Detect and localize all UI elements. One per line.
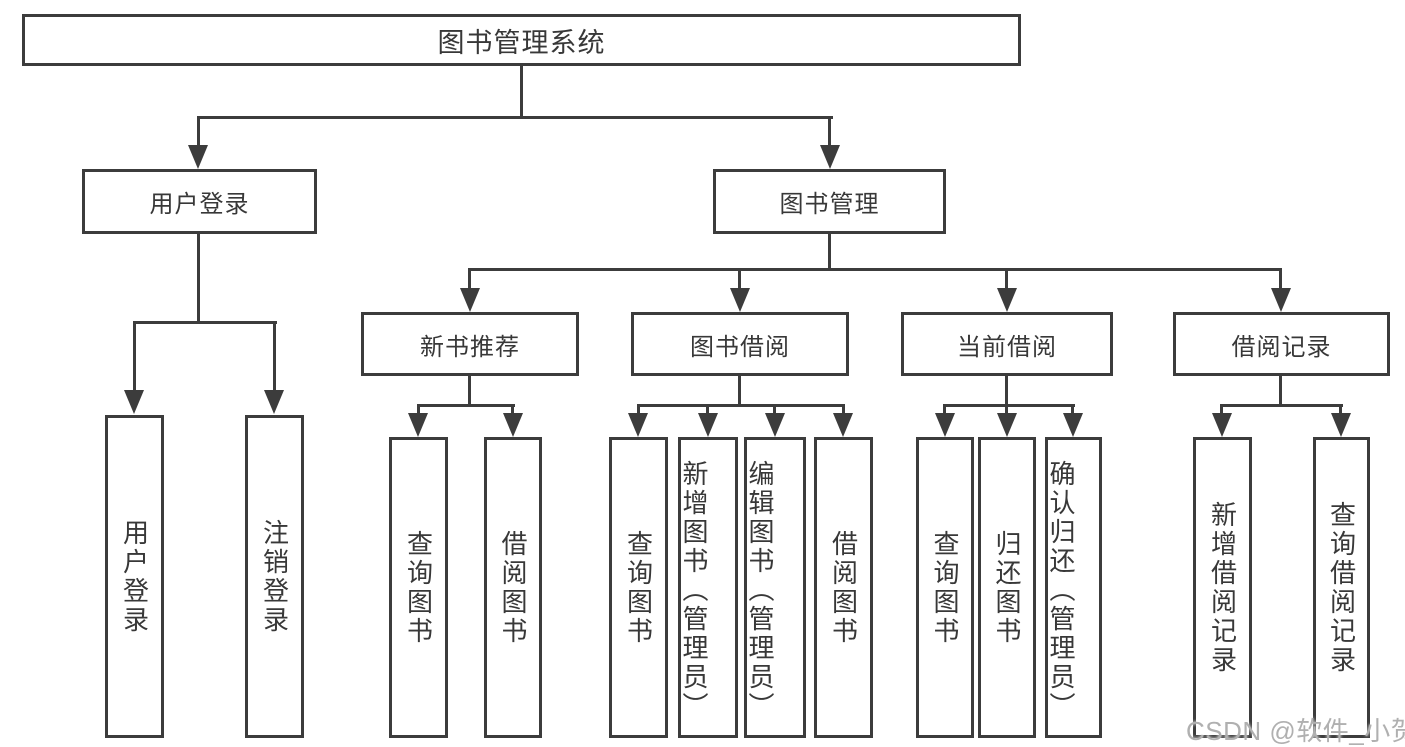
- connector-stub: [468, 376, 471, 407]
- node-user-login: 用户登录: [82, 169, 317, 234]
- node-label: 新增图书（管理员）: [679, 460, 709, 721]
- node-label: 当前借阅: [957, 333, 1057, 361]
- connector-hline: [637, 404, 845, 407]
- node-label: 查询借阅记录: [1326, 500, 1357, 675]
- node-label: 图书管理系统: [437, 27, 606, 58]
- connector-stub: [1279, 376, 1282, 407]
- arrowhead-down: [997, 413, 1017, 437]
- arrowhead-down: [1331, 413, 1351, 437]
- arrowhead-down: [997, 288, 1017, 312]
- node-leaf-query-books-borrowing: 查询图书: [609, 437, 668, 738]
- arrowhead-down: [628, 413, 648, 437]
- node-label: 新书推荐: [420, 333, 520, 361]
- connector-line: [637, 404, 640, 414]
- connector-line: [133, 321, 136, 392]
- node-label: 用户登录: [119, 518, 150, 635]
- connector-bookmgmt-stub: [828, 234, 831, 268]
- node-library-management-system: 图书管理系统: [22, 14, 1021, 66]
- node-borrowing-records: 借阅记录: [1173, 312, 1390, 376]
- connector-line: [842, 404, 845, 414]
- connector-stub: [738, 376, 741, 407]
- arrowhead-down: [188, 145, 208, 169]
- connector-line: [943, 404, 946, 414]
- connector-hline: [1221, 404, 1343, 407]
- arrowhead-down: [503, 413, 523, 437]
- node-label: 查询图书: [930, 529, 960, 646]
- arrowhead-down: [460, 288, 480, 312]
- node-label: 归还图书: [992, 529, 1022, 646]
- arrowhead-down: [820, 145, 840, 169]
- arrowhead-down: [698, 413, 718, 437]
- node-label: 借阅记录: [1231, 333, 1332, 361]
- arrowhead-down: [1063, 413, 1083, 437]
- arrowhead-down: [1271, 288, 1291, 312]
- connector-line: [417, 404, 420, 414]
- node-leaf-query-borrow-record: 查询借阅记录: [1313, 437, 1370, 738]
- node-new-book-recommendation: 新书推荐: [361, 312, 579, 376]
- connector-line: [511, 404, 514, 414]
- arrowhead-down: [765, 413, 785, 437]
- watermark: CSDN @软件_小贺同学: [1186, 716, 1405, 746]
- node-leaf-query-books-current: 查询图书: [916, 437, 974, 738]
- connector-userlogin-hline: [133, 321, 277, 324]
- node-current-borrowing: 当前借阅: [901, 312, 1113, 376]
- node-label: 确认归还（管理员）: [1046, 460, 1076, 721]
- node-leaf-query-books-recommend: 查询图书: [389, 437, 448, 738]
- connector-line: [1005, 404, 1008, 414]
- node-leaf-return-books: 归还图书: [978, 437, 1036, 738]
- connector-line: [1279, 268, 1282, 289]
- arrowhead-down: [730, 288, 750, 312]
- node-label: 用户登录: [149, 191, 250, 218]
- arrowhead-down: [264, 390, 284, 414]
- connector-line: [1220, 404, 1223, 414]
- connector-line: [273, 321, 276, 392]
- arrowhead-down: [1212, 413, 1232, 437]
- connector-line: [828, 116, 831, 147]
- node-label: 借阅图书: [498, 529, 528, 646]
- node-leaf-add-borrow-record: 新增借阅记录: [1193, 437, 1252, 738]
- node-label: 图书借阅: [690, 333, 790, 361]
- connector-line: [468, 268, 471, 289]
- connector-hline: [944, 404, 1075, 407]
- connector-root-hline: [197, 116, 833, 119]
- connector-userlogin-stub: [197, 234, 200, 321]
- connector-hline: [417, 404, 515, 407]
- node-label: 编辑图书（管理员）: [745, 460, 775, 721]
- connector-line: [197, 116, 200, 147]
- arrowhead-down: [935, 413, 955, 437]
- arrowhead-down: [408, 413, 428, 437]
- connector-stub: [1005, 376, 1008, 407]
- node-label: 借阅图书: [828, 529, 859, 646]
- node-leaf-confirm-return-admin: 确认归还（管理员）: [1045, 437, 1102, 738]
- node-label: 查询图书: [623, 529, 654, 646]
- node-leaf-borrow-books-recommend: 借阅图书: [484, 437, 542, 738]
- connector-line: [738, 268, 741, 289]
- connector-line: [1071, 404, 1074, 414]
- connector-line: [1339, 404, 1342, 414]
- node-leaf-logout: 注销登录: [245, 415, 304, 738]
- node-leaf-user-login: 用户登录: [105, 415, 164, 738]
- node-label: 新增借阅记录: [1207, 500, 1238, 675]
- node-book-management: 图书管理: [713, 169, 946, 234]
- node-leaf-add-books-admin: 新增图书（管理员）: [678, 437, 738, 738]
- node-label: 注销登录: [259, 518, 290, 635]
- node-leaf-borrow-books-borrowing: 借阅图书: [814, 437, 873, 738]
- node-label: 图书管理: [779, 191, 880, 218]
- node-book-borrowing: 图书借阅: [631, 312, 849, 376]
- node-leaf-edit-books-admin: 编辑图书（管理员）: [744, 437, 806, 738]
- connector-bookmgmt-hline: [468, 268, 1282, 271]
- node-label: 查询图书: [403, 529, 434, 646]
- connector-root-stub: [520, 66, 523, 119]
- connector-line: [773, 404, 776, 414]
- arrowhead-down: [124, 390, 144, 414]
- connector-line: [1005, 268, 1008, 289]
- arrowhead-down: [833, 413, 853, 437]
- connector-line: [706, 404, 709, 414]
